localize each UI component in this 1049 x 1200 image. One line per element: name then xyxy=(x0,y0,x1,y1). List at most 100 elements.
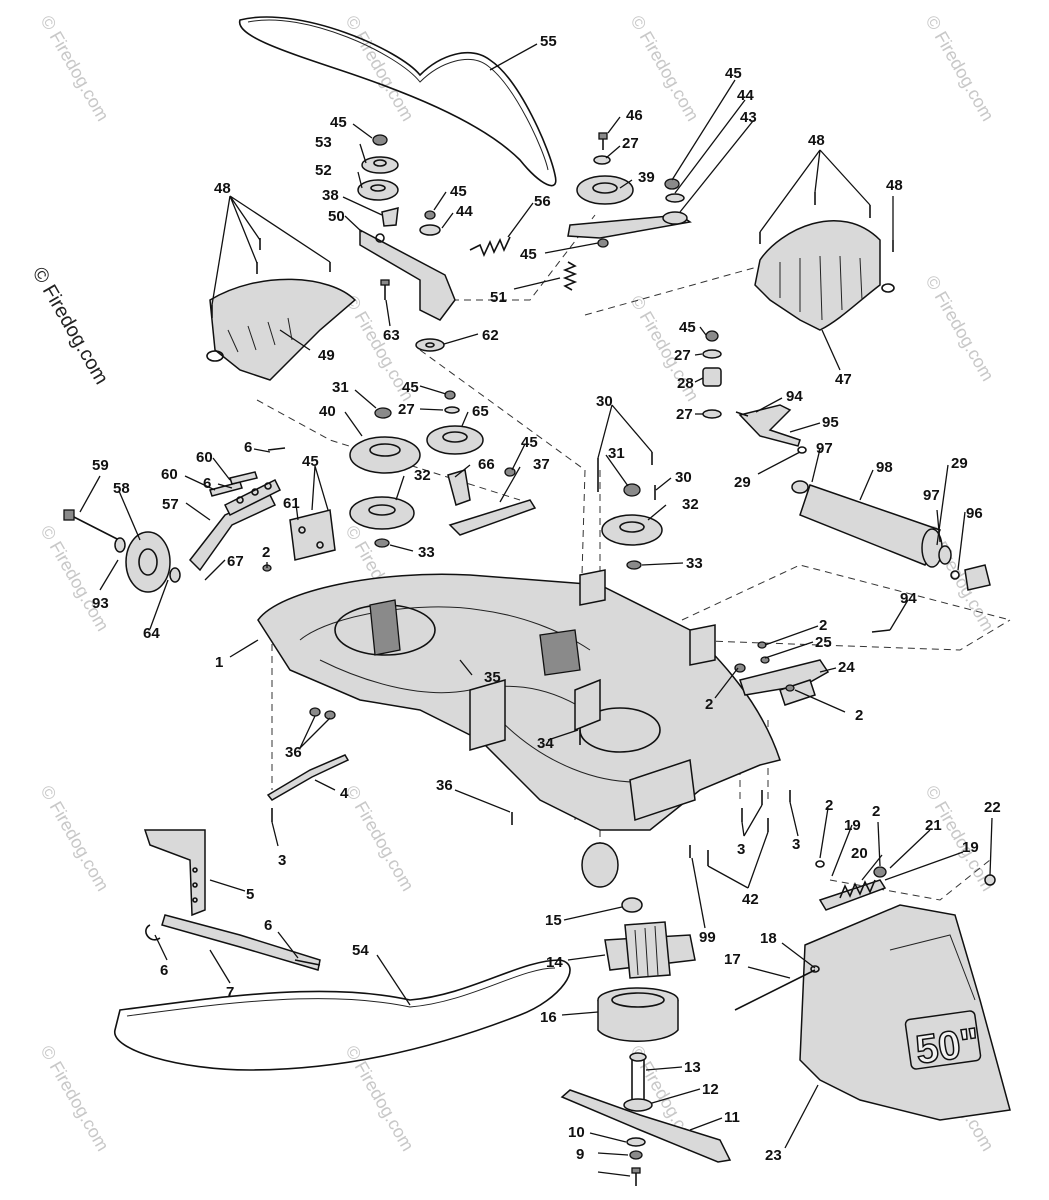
label-53: 53 xyxy=(315,134,332,151)
label-67: 67 xyxy=(227,553,244,570)
label-6: 6 xyxy=(244,439,252,456)
label-14: 14 xyxy=(546,954,563,971)
label-40: 40 xyxy=(319,403,336,420)
spring-51 xyxy=(562,261,578,291)
pulley-53 xyxy=(361,156,399,174)
deck-brackets xyxy=(469,569,716,822)
label-57: 57 xyxy=(162,496,179,513)
label-3: 3 xyxy=(278,852,286,869)
label-36: 36 xyxy=(285,744,302,761)
label-39: 39 xyxy=(638,169,655,186)
label-21: 21 xyxy=(925,817,942,834)
bracket-61 xyxy=(289,509,336,561)
label-16: 16 xyxy=(540,1009,557,1026)
label-19: 19 xyxy=(962,839,979,856)
label-2: 2 xyxy=(855,707,863,724)
label-20: 20 xyxy=(851,845,868,862)
deck-size-badge: 50" xyxy=(913,1020,982,1072)
label-27: 27 xyxy=(674,347,691,364)
label-33: 33 xyxy=(418,544,435,561)
pulley-32-right xyxy=(597,452,663,570)
label-48: 48 xyxy=(808,132,825,149)
hardware-46-27 xyxy=(593,132,611,165)
label-45: 45 xyxy=(520,246,537,263)
label-27: 27 xyxy=(676,406,693,423)
bolt-63 xyxy=(380,279,390,300)
spindle-14 xyxy=(604,897,696,979)
label-30: 30 xyxy=(675,469,692,486)
label-34: 34 xyxy=(537,735,554,752)
label-42: 42 xyxy=(742,891,759,908)
spring-56 xyxy=(469,236,511,258)
label-97: 97 xyxy=(923,487,940,504)
label-44: 44 xyxy=(456,203,473,220)
mower-deck-1 xyxy=(257,573,781,888)
belt-55 xyxy=(238,16,557,187)
label-65: 65 xyxy=(472,403,489,420)
watermark-8: © Firedog.com xyxy=(37,522,113,634)
hardware-45-44-right xyxy=(664,178,685,203)
washer-44-left xyxy=(419,210,441,236)
nut-45-upper-left xyxy=(372,134,388,146)
pulley-52 xyxy=(357,179,399,201)
rod-17 xyxy=(734,965,820,1011)
label-29: 29 xyxy=(951,455,968,472)
label-64: 64 xyxy=(143,625,160,642)
bracket-37-66 xyxy=(447,467,537,536)
label-19: 19 xyxy=(844,817,861,834)
label-7: 7 xyxy=(226,984,234,1001)
label-48: 48 xyxy=(886,177,903,194)
label-54: 54 xyxy=(352,942,369,959)
label-98: 98 xyxy=(876,459,893,476)
part-labels: 55 45 44 43 46 27 39 45 53 52 38 45 44 5… xyxy=(92,33,1001,1164)
label-44: 44 xyxy=(737,87,754,104)
label-97: 97 xyxy=(816,440,833,457)
roller-98 xyxy=(791,480,991,591)
label-10: 10 xyxy=(568,1124,585,1141)
label-3: 3 xyxy=(792,836,800,853)
label-6: 6 xyxy=(160,962,168,979)
leader-lines xyxy=(79,43,993,1177)
label-2: 2 xyxy=(262,544,270,561)
label-33: 33 xyxy=(686,555,703,572)
idler-arm-50 xyxy=(359,228,456,321)
label-55: 55 xyxy=(540,33,557,50)
label-37: 37 xyxy=(533,456,550,473)
watermark-14: © Firedog.com xyxy=(37,1042,113,1154)
bracket-5 xyxy=(143,829,206,917)
label-60: 60 xyxy=(196,449,213,466)
label-45: 45 xyxy=(302,453,319,470)
pulley-32-left xyxy=(349,496,415,548)
spring-20 xyxy=(818,866,996,911)
nut-45-spring xyxy=(597,238,609,248)
label-30: 30 xyxy=(596,393,613,410)
chute-shield-23: 50" xyxy=(799,904,1011,1121)
pins-60-6 xyxy=(209,447,286,497)
label-24: 24 xyxy=(838,659,855,676)
label-45: 45 xyxy=(679,319,696,336)
watermark-2: © Firedog.com xyxy=(342,12,418,124)
label-32: 32 xyxy=(682,496,699,513)
label-13: 13 xyxy=(684,1059,701,1076)
watermark-15: © Firedog.com xyxy=(342,1042,418,1154)
label-46: 46 xyxy=(626,107,643,124)
label-31: 31 xyxy=(332,379,349,396)
label-36: 36 xyxy=(436,777,453,794)
label-35: 35 xyxy=(484,669,501,686)
label-95: 95 xyxy=(822,414,839,431)
label-5: 5 xyxy=(246,886,254,903)
label-99: 99 xyxy=(699,929,716,946)
screws-48 xyxy=(211,192,894,318)
label-61: 61 xyxy=(283,495,300,512)
label-6: 6 xyxy=(203,475,211,492)
pulley-40 xyxy=(349,407,421,474)
label-60: 60 xyxy=(161,466,178,483)
label-59: 59 xyxy=(92,457,109,474)
label-45: 45 xyxy=(725,65,742,82)
label-63: 63 xyxy=(383,327,400,344)
arm-57 xyxy=(189,478,282,572)
washer-10-nut-9 xyxy=(626,1137,646,1186)
label-93: 93 xyxy=(92,595,109,612)
belt-cover-49 xyxy=(206,278,357,381)
label-27: 27 xyxy=(398,401,415,418)
